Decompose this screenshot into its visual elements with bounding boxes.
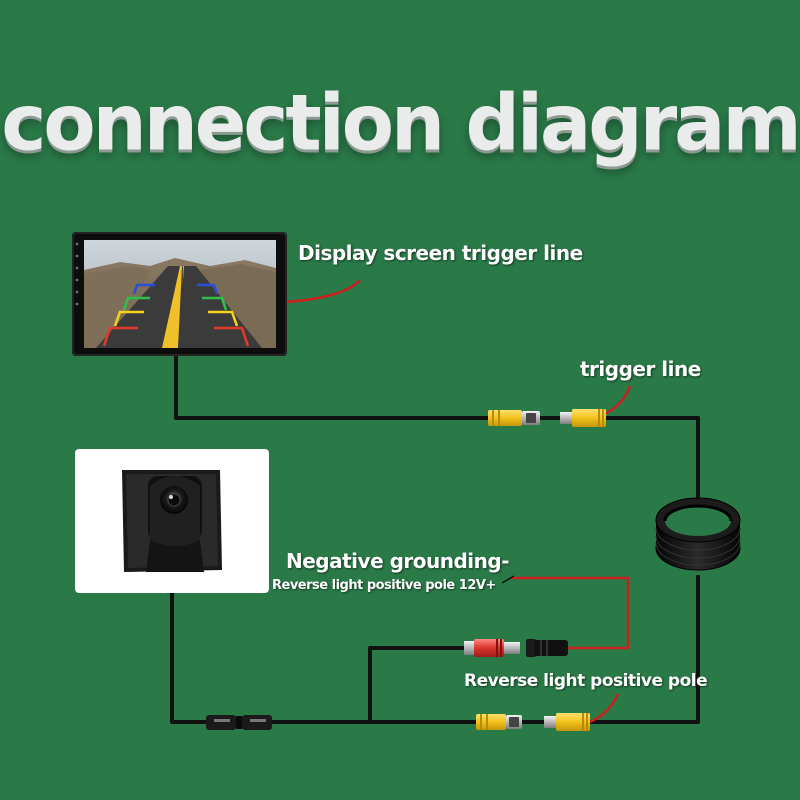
trigger-to-coil-wire (606, 416, 700, 500)
monitor-video-wire (174, 355, 488, 420)
cable-coil-icon (655, 497, 741, 571)
monitor-side-buttons (75, 242, 79, 306)
monitor-icon (72, 232, 287, 356)
reverse-light-12v-label: Reverse light positive pole 12V+ (272, 578, 496, 593)
rca-connector-icon (464, 639, 520, 657)
parking-guide-lines (102, 283, 250, 347)
camera-view-screen (84, 240, 276, 348)
ground-pointer-tick (501, 575, 515, 584)
negative-grounding-label: Negative grounding- (286, 549, 510, 573)
display-trigger-pointer (283, 279, 361, 304)
power-red-wire (512, 576, 630, 650)
reverse-light-pole-label: Reverse light positive pole (464, 671, 708, 691)
display-trigger-label: Display screen trigger line (298, 241, 583, 265)
power-branch-wire (368, 646, 464, 722)
coil-to-rca-wire (590, 575, 700, 724)
reverse-pole-pointer (589, 693, 620, 724)
black-wires (170, 355, 700, 724)
rca-connector-icon (476, 713, 590, 731)
rca-connector-icon (488, 409, 606, 427)
trigger-line-label: trigger line (580, 357, 701, 381)
inline-connector-icon (206, 715, 272, 730)
page-title: connection diagram (1, 77, 800, 168)
camera-wire (170, 592, 208, 724)
coil-winding-lines (655, 527, 741, 566)
backup-camera-icon (75, 449, 269, 593)
red-wires (283, 279, 632, 724)
dc-power-connector-icon (526, 639, 568, 657)
